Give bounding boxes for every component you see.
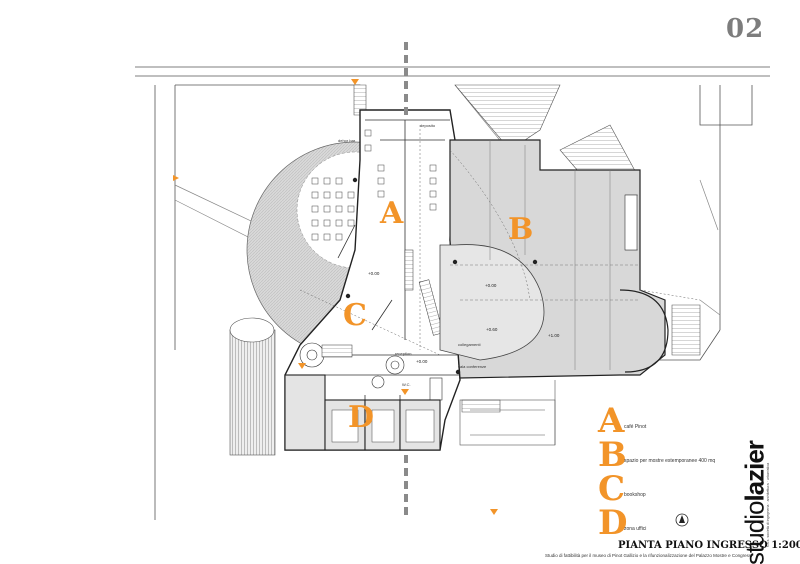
cafe-tables	[311, 129, 437, 241]
zone-label-c: C	[343, 298, 367, 333]
label-reception: reception	[395, 351, 412, 356]
exhibition-hall	[439, 139, 669, 379]
orange-markers	[173, 79, 498, 515]
brand-tagline: s.a.s. società di ingegneria · architett…	[766, 462, 770, 548]
label-dehor: dehor bar	[338, 138, 356, 143]
level-mark-2: +0.00	[416, 359, 428, 364]
legend-letter: D	[598, 503, 628, 543]
legend-letter: C	[598, 469, 626, 509]
label-wc: W.C.	[402, 382, 411, 387]
level-mark-1: +0.00	[368, 271, 380, 276]
legend-letter: A	[598, 401, 625, 441]
legend-text: zona uffici	[624, 526, 647, 532]
level-mark-4: +0.60	[486, 327, 498, 332]
legend-text: bookshop	[624, 492, 646, 498]
level-mark-3: +1.00	[548, 333, 560, 338]
hall-structure-lines	[450, 140, 640, 370]
legend-text: spazio per mostre estemporanee 400 mq	[624, 458, 716, 464]
circulation-lines	[299, 125, 701, 356]
brand-tagline-box: s.a.s. società di ingegneria · architett…	[764, 455, 772, 555]
north-arrow	[675, 513, 689, 527]
legend-letter: B	[598, 435, 627, 475]
page-number: 02	[726, 14, 765, 44]
level-mark-5: +0.00	[485, 283, 497, 288]
legend-text: café Pinot	[624, 424, 647, 430]
spiral-stair	[299, 342, 405, 389]
zone-label-b: B	[508, 212, 534, 247]
cylinder-volume	[229, 317, 276, 456]
studio-logo: studiolazier s.a.s. società di ingegneri…	[735, 441, 775, 564]
zone-label-a: A	[380, 196, 404, 231]
drawing-subtitle: Studio di fattibilità per il museo di Pi…	[545, 553, 753, 558]
label-collegamenti: collegamenti	[458, 342, 481, 347]
column-points	[345, 177, 538, 375]
zone-label-d: D	[348, 400, 375, 435]
terrace	[459, 380, 556, 446]
label-sala-conferenze: sala conferenze	[458, 364, 487, 369]
label-deposito: deposito	[420, 123, 436, 128]
site-boundary	[135, 66, 770, 520]
drawing-title: PIANTA PIANO INGRESSO 1:200	[618, 540, 800, 551]
interior-stairs	[321, 249, 444, 401]
annex-inner	[331, 409, 435, 443]
